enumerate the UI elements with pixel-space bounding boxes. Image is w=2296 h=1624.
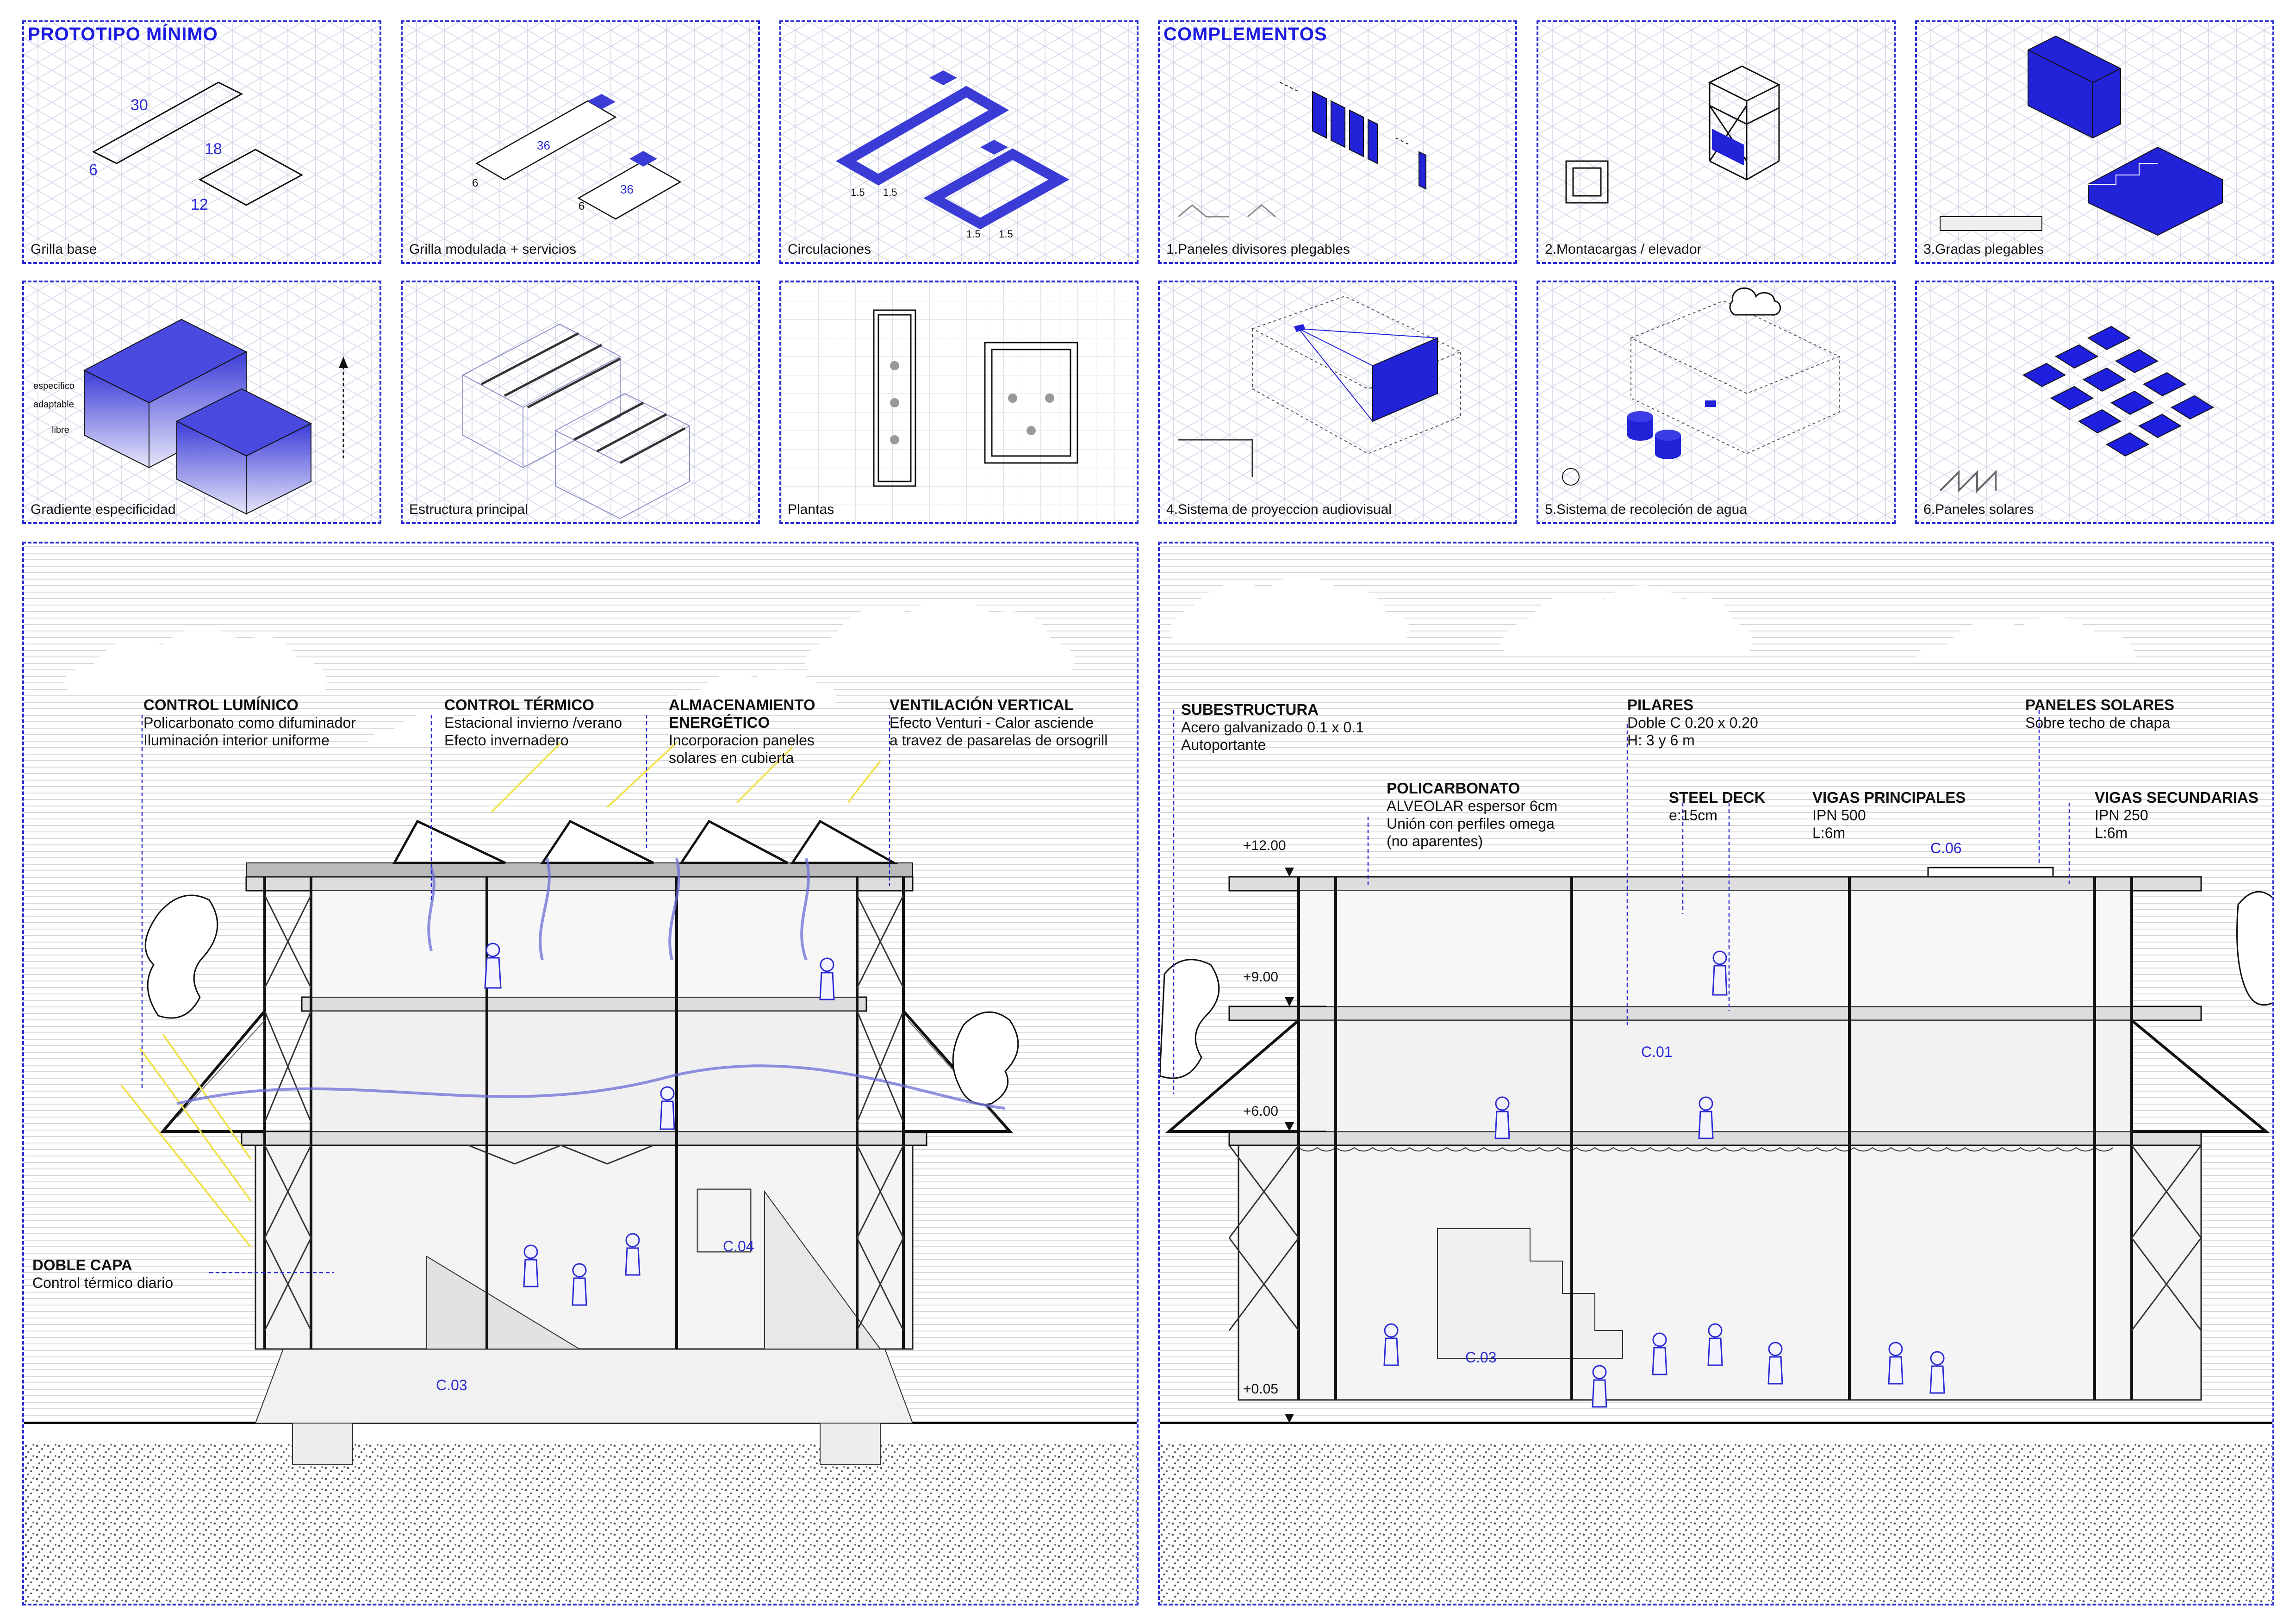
svg-text:1.5: 1.5 xyxy=(883,187,897,198)
panel-plantas: Plantas xyxy=(779,281,1139,524)
section-right: SUBESTRUCTURA Acero galvanizado 0.1 x 0.… xyxy=(1158,542,2274,1605)
grilla-modulada-drawing: 36 36 6 6 xyxy=(472,94,682,220)
panel-estructura: Estructura principal xyxy=(401,281,760,524)
section-left: CONTROL LUMÍNICO Policarbonato como difu… xyxy=(22,542,1139,1605)
ref-c06: C.06 xyxy=(1930,840,1962,856)
level-9: +9.00 xyxy=(1243,969,1278,985)
caption-solares: 6.Paneles solares xyxy=(1923,502,2034,517)
ref-c03-right: C.03 xyxy=(1465,1349,1497,1366)
panel-montacargas: 2.Montacargas / elevador xyxy=(1537,20,1896,264)
label-steel-deck: STEEL DECK e:15cm xyxy=(1669,789,1766,824)
label-policarbonato: POLICARBONATO ALVEOLAR espersor 6cm Unió… xyxy=(1387,780,1558,849)
caption-montacargas: 2.Montacargas / elevador xyxy=(1545,242,1702,257)
svg-text:6: 6 xyxy=(472,177,478,189)
ref-c04: C.04 xyxy=(723,1238,754,1255)
section-left-drawing xyxy=(24,543,1137,1604)
label-paneles-solares: PANELES SOLARES Sobre techo de chapa xyxy=(2025,696,2175,731)
caption-proyeccion: 4.Sistema de proyeccion audiovisual xyxy=(1166,502,1392,517)
svg-text:36: 36 xyxy=(537,138,550,152)
svg-text:adaptable: adaptable xyxy=(33,400,74,410)
svg-text:1.5: 1.5 xyxy=(966,228,981,240)
label-pilares: PILARES Doble C 0.20 x 0.20 H: 3 y 6 m xyxy=(1627,696,1758,749)
base-rect-long xyxy=(92,81,243,164)
iso-grid xyxy=(24,22,380,262)
iso-grid xyxy=(1160,282,1515,522)
label-ventilacion: VENTILACIÓN VERTICAL Efecto Venturi - Ca… xyxy=(890,696,1108,749)
gradas-drawing xyxy=(1940,35,2223,236)
panel-gradas: 3.Gradas plegables xyxy=(1915,20,2274,264)
label-control-termico: CONTROL TÉRMICO Estacional invierno /ver… xyxy=(444,696,622,749)
agua-drawing xyxy=(1562,287,1841,486)
svg-text:especifico: especifico xyxy=(33,381,75,391)
panel-proyeccion: 4.Sistema de proyeccion audiovisual xyxy=(1158,281,1517,524)
gradiente-drawing: especifico adaptable libre xyxy=(33,319,348,515)
panel-paneles-divisores: COMPLEMENTOS 1.Paneles divisores plegabl… xyxy=(1158,20,1517,264)
dim-12: 12 xyxy=(191,196,208,213)
level-0: +0.05 xyxy=(1243,1381,1278,1397)
iso-grid xyxy=(403,282,758,522)
montacargas-drawing xyxy=(1565,65,1781,204)
iso-grid xyxy=(403,22,758,262)
caption-estructura: Estructura principal xyxy=(409,502,528,517)
grilla-base-drawing: 30 6 18 12 xyxy=(89,81,304,213)
plantas-drawing xyxy=(873,309,1078,487)
panel-gradiente: especifico adaptable libre Gradiente esp… xyxy=(22,281,381,524)
dim-30: 30 xyxy=(131,96,148,114)
estructura-drawing xyxy=(461,323,691,519)
base-rect-square xyxy=(198,149,304,206)
caption-paneles-divisores: 1.Paneles divisores plegables xyxy=(1166,242,1350,257)
caption-gradiente: Gradiente especificidad xyxy=(31,502,176,517)
section-right-drawing xyxy=(1160,543,2272,1604)
dim-6: 6 xyxy=(89,161,98,179)
caption-grilla-base: Grilla base xyxy=(31,242,97,257)
label-vigas-principales: VIGAS PRINCIPALES IPN 500 L:6m xyxy=(1812,789,1966,841)
dim-18: 18 xyxy=(205,140,222,158)
ref-c01: C.01 xyxy=(1641,1043,1673,1060)
panel-grilla-modulada: 36 36 6 6 Grilla modulada + servicios xyxy=(401,20,760,264)
panel-agua: 5.Sistema de recoleción de agua xyxy=(1537,281,1896,524)
label-doble-capa: DOBLE CAPA Control térmico diario xyxy=(32,1256,174,1291)
solares-drawing xyxy=(1939,325,2215,493)
paneles-divisores-drawing xyxy=(1178,82,1426,218)
proyeccion-drawing xyxy=(1178,295,1462,477)
label-subestructura: SUBESTRUCTURA Acero galvanizado 0.1 x 0.… xyxy=(1181,701,1364,753)
iso-grid xyxy=(781,22,1137,262)
svg-text:1.5: 1.5 xyxy=(851,187,865,198)
panel-solares: 6.Paneles solares xyxy=(1915,281,2274,524)
heading-prototipo: PROTOTIPO MÍNIMO xyxy=(28,24,218,44)
caption-grilla-modulada: Grilla modulada + servicios xyxy=(409,242,576,257)
caption-gradas: 3.Gradas plegables xyxy=(1923,242,2044,257)
svg-text:6: 6 xyxy=(579,200,585,212)
caption-agua: 5.Sistema de recoleción de agua xyxy=(1545,502,1747,517)
label-almacenamiento: ALMACENAMIENTO ENERGÉTICO Incorporacion … xyxy=(669,696,815,766)
svg-text:libre: libre xyxy=(52,425,69,435)
panel-grilla-base: PROTOTIPO MÍNIMO 30 6 18 12 Grilla base xyxy=(22,20,381,264)
ref-c03: C.03 xyxy=(436,1377,467,1393)
svg-text:36: 36 xyxy=(620,182,634,196)
heading-complementos: COMPLEMENTOS xyxy=(1164,24,1327,44)
panel-circulaciones: 1.5 1.5 1.5 1.5 Circulaciones xyxy=(779,20,1139,264)
level-12: +12.00 xyxy=(1243,838,1286,853)
level-6: +6.00 xyxy=(1243,1104,1278,1119)
caption-plantas: Plantas xyxy=(788,502,834,517)
circulaciones-drawing: 1.5 1.5 1.5 1.5 xyxy=(835,70,1070,240)
label-vigas-secundarias: VIGAS SECUNDARIAS IPN 250 L:6m xyxy=(2095,789,2259,841)
svg-text:1.5: 1.5 xyxy=(999,228,1013,240)
caption-circulaciones: Circulaciones xyxy=(788,242,871,257)
label-control-luminico: CONTROL LUMÍNICO Policarbonato como difu… xyxy=(143,696,356,749)
